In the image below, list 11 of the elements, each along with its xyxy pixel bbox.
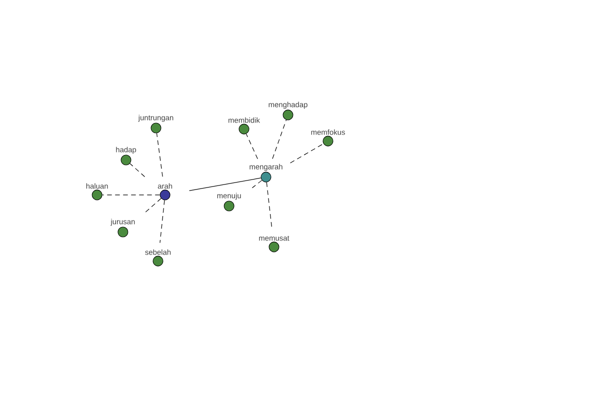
connector-line	[160, 200, 165, 244]
connector-line	[246, 134, 258, 160]
connector-line	[143, 198, 162, 214]
connector-line	[156, 132, 163, 177]
connector-line	[290, 143, 324, 164]
connector-line	[188, 178, 262, 191]
connector-line	[252, 180, 262, 188]
connector-line	[266, 182, 272, 230]
connector-line	[272, 120, 287, 160]
connector-line	[130, 163, 146, 178]
connector-line	[102, 194, 160, 196]
